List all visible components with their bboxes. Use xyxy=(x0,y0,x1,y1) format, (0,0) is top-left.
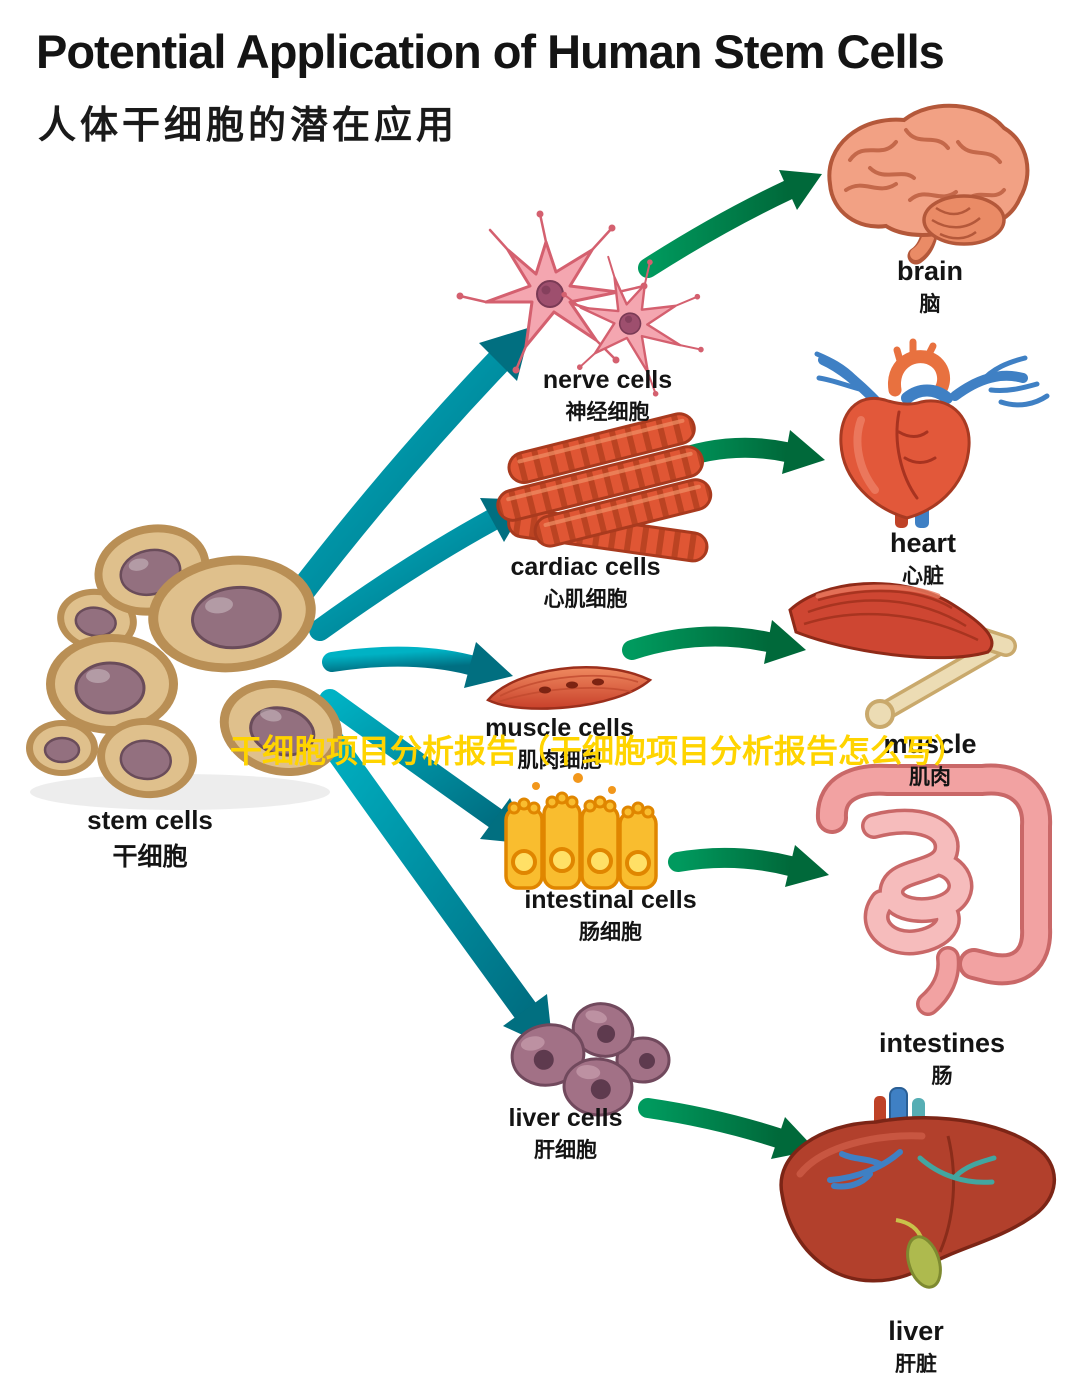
stem-cells-label: stem cells 干细胞 xyxy=(40,805,260,872)
muscle-cells-label-en: muscle cells xyxy=(485,714,634,742)
nerve-cells-label: nerve cells 神经细胞 xyxy=(500,366,715,425)
liver-label-zh: 肝脏 xyxy=(895,1353,937,1373)
muscle-label-en: muscle xyxy=(883,729,977,759)
nerve-cells-label-en: nerve cells xyxy=(542,366,673,394)
intestines-illustration xyxy=(816,763,1053,1016)
intestines-label-en: intestines xyxy=(878,1028,1006,1058)
arrow-nerve-cells-to-brain xyxy=(638,170,822,278)
arrow-muscle-cells-to-muscle xyxy=(622,620,806,664)
nerve-cells-illustration xyxy=(455,209,731,416)
intestinal-cells-illustration xyxy=(504,773,658,890)
stem-cells-illustration xyxy=(26,524,343,810)
liver-cells-illustration xyxy=(510,1002,671,1117)
liver-label-en: liver xyxy=(888,1316,944,1346)
arrow-stem-to-muscle-cells xyxy=(322,642,513,688)
liver-label: liver 肝脏 xyxy=(816,1316,1016,1373)
stem-cells-label-zh: 干细胞 xyxy=(112,843,188,872)
arrow-intestinal-cells-to-intestines xyxy=(668,845,829,887)
muscle-cells-label-zh: 肌肉细胞 xyxy=(517,749,602,772)
heart-label: heart 心脏 xyxy=(823,528,1023,589)
intestines-label-zh: 肠 xyxy=(931,1065,953,1089)
brain-label: brain 脑 xyxy=(830,256,1030,317)
page-subtitle-zh: 人体干细胞的潜在应用 xyxy=(38,105,459,147)
heart-label-en: heart xyxy=(889,528,957,558)
muscle-cells-illustration xyxy=(486,666,653,710)
brain-label-zh: 脑 xyxy=(919,293,941,317)
watermark-text: 干细胞项目分析报告（干细胞项目分析报告怎么写） xyxy=(230,733,967,769)
intestinal-cells-label-zh: 肠细胞 xyxy=(579,921,642,944)
liver-cells-label-zh: 肝细胞 xyxy=(534,1139,597,1162)
liver-cells-label-en: liver cells xyxy=(508,1104,623,1132)
muscle-label: muscle 肌肉 xyxy=(830,729,1030,790)
intestines-label: intestines 肠 xyxy=(832,1028,1052,1089)
muscle-illustration xyxy=(788,581,1017,729)
cardiac-cells-label-zh: 心肌细胞 xyxy=(543,588,628,611)
brain-label-en: brain xyxy=(896,256,963,286)
heart-illustration xyxy=(814,338,1050,528)
arrow-liver-cells-to-liver xyxy=(638,1098,816,1159)
page-title: Potential Application of Human Stem Cell… xyxy=(36,25,945,78)
nerve-cells-label-zh: 神经细胞 xyxy=(565,401,650,424)
brain-illustration xyxy=(827,103,1030,265)
intestinal-cells-label: intestinal cells 肠细胞 xyxy=(498,886,723,945)
liver-illustration xyxy=(779,1087,1057,1289)
cardiac-cells-illustration xyxy=(496,412,713,563)
cardiac-cells-label-en: cardiac cells xyxy=(510,553,661,581)
heart-label-zh: 心脏 xyxy=(902,565,944,589)
stem-cells-label-en: stem cells xyxy=(87,805,213,835)
cardiac-cells-label: cardiac cells 心肌细胞 xyxy=(478,553,693,612)
liver-cells-label: liver cells 肝细胞 xyxy=(458,1104,673,1163)
muscle-cells-label: muscle cells 肌肉细胞 xyxy=(452,714,667,773)
muscle-label-zh: 肌肉 xyxy=(909,766,951,790)
intestinal-cells-label-en: intestinal cells xyxy=(524,886,697,914)
